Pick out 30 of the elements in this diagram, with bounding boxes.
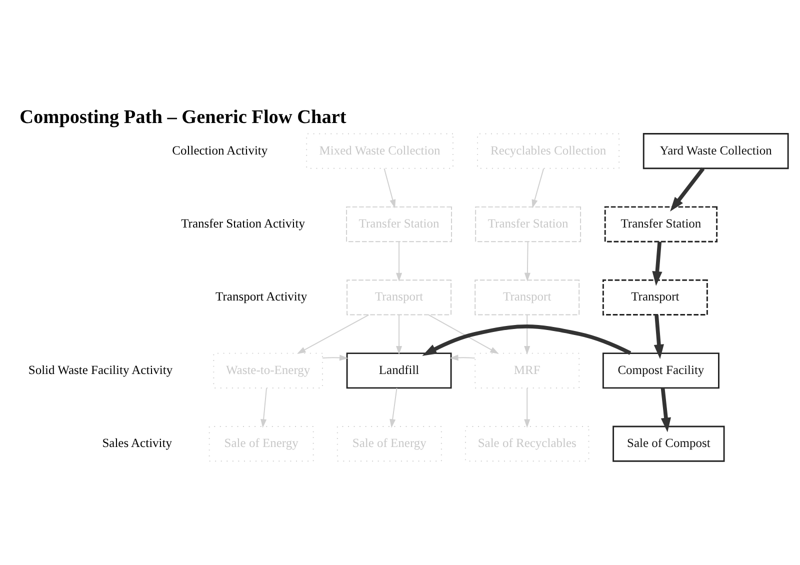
node-box: Compost Facility	[602, 352, 720, 388]
arrow	[384, 168, 396, 208]
arrow	[396, 240, 402, 281]
arrow	[396, 314, 402, 354]
arrow	[450, 354, 476, 360]
arrow	[390, 387, 398, 428]
arrow	[260, 387, 267, 428]
arrow	[428, 314, 499, 354]
arrow	[422, 324, 632, 356]
node-box: Yard Waste Collection	[642, 132, 789, 169]
diagram-title: Composting Path – Generic Flow Chart	[20, 106, 346, 128]
arrow	[297, 314, 370, 354]
arrow	[524, 314, 530, 354]
arrow	[660, 387, 671, 432]
arrow	[322, 354, 348, 360]
label: Sales Activity	[102, 436, 172, 450]
node-box: Transport	[602, 278, 708, 315]
label: Collection Activity	[172, 142, 268, 157]
node-box: Transfer Station	[604, 206, 718, 242]
arrow	[652, 241, 662, 286]
arrow	[524, 240, 530, 281]
label: Transfer Station Activity	[181, 216, 305, 230]
arrow	[670, 166, 705, 211]
arrow	[532, 168, 544, 208]
label: Solid Waste Facility Activity	[28, 362, 173, 376]
node-box: Sale of Compost	[612, 425, 725, 462]
node-box: Landfill	[346, 352, 452, 388]
label: Transport Activity	[216, 289, 308, 304]
arrow	[654, 314, 664, 359]
arrow	[524, 387, 530, 428]
